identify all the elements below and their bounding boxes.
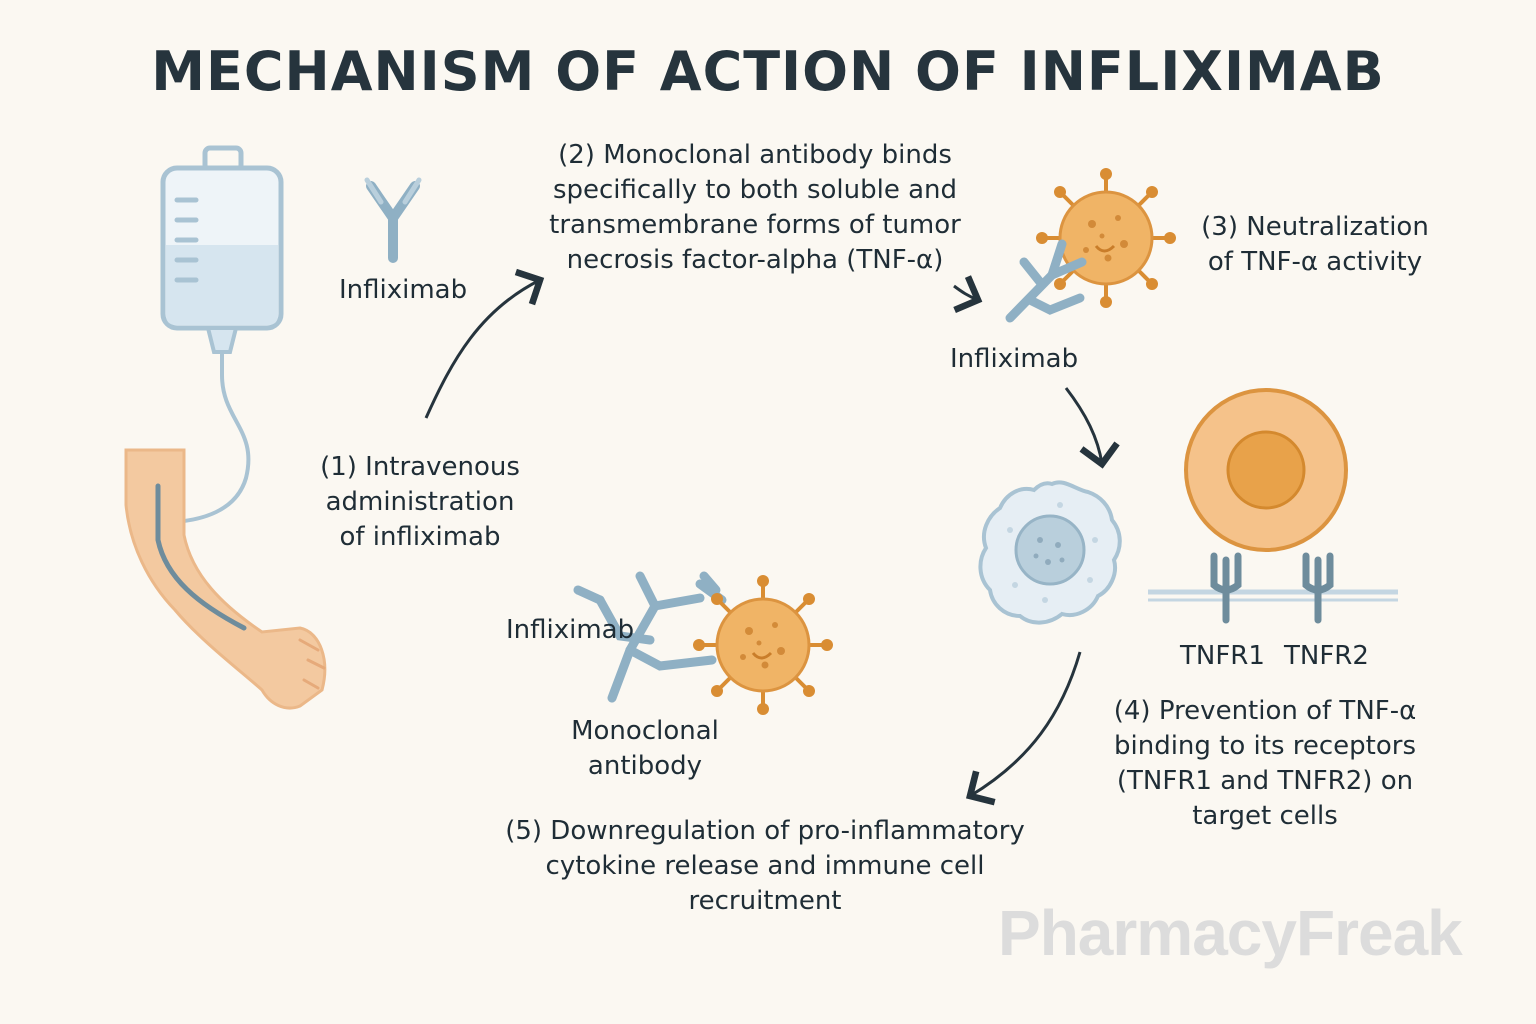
infliximab-label-mid: Infliximab [950,344,1079,374]
infliximab-label-bottom: Infliximab [506,615,635,645]
tnfr2-label: TNFR2 [1284,641,1369,671]
step4-text: (4) Prevention of TNF-α binding to its r… [1113,696,1417,831]
step2-text: (2) Monoclonal antibody binds specifical… [549,140,961,275]
tnfr1-receptor-icon [1210,552,1242,624]
infliximab-label-top: Infliximab [339,275,468,305]
tnf-alpha-bottom-icon [691,573,835,717]
arrow-step2-to-step3 [953,275,983,314]
tnfr1-label: TNFR1 [1180,641,1265,671]
diagram-title: MECHANISM OF ACTION OF INFLIXIMAB [151,40,1385,103]
step5-text: (5) Downregulation of pro-inflammatory c… [505,816,1025,916]
step1-text: (1) Intravenous administration of inflix… [320,452,520,552]
antibody-bound-icon [1005,239,1087,323]
iv-bag-icon [160,145,284,524]
arrow-step4-to-step5 [965,651,1082,806]
immune-cell-icon [978,480,1122,625]
arrow-step3-to-step4 [1064,387,1120,469]
antibody-icon [367,180,419,258]
target-cell-icon [1148,388,1398,602]
step3-text: (3) Neutralization of TNF-α activity [1201,212,1429,277]
watermark: PharmacyFreak [998,897,1463,969]
monoclonal-antibody-label: Monoclonal antibody [571,716,719,781]
arrow-step1-to-step2 [424,268,545,419]
tnfr2-receptor-icon [1302,552,1334,624]
arm-icon [124,448,327,710]
tnf-alpha-icon [1034,166,1178,310]
